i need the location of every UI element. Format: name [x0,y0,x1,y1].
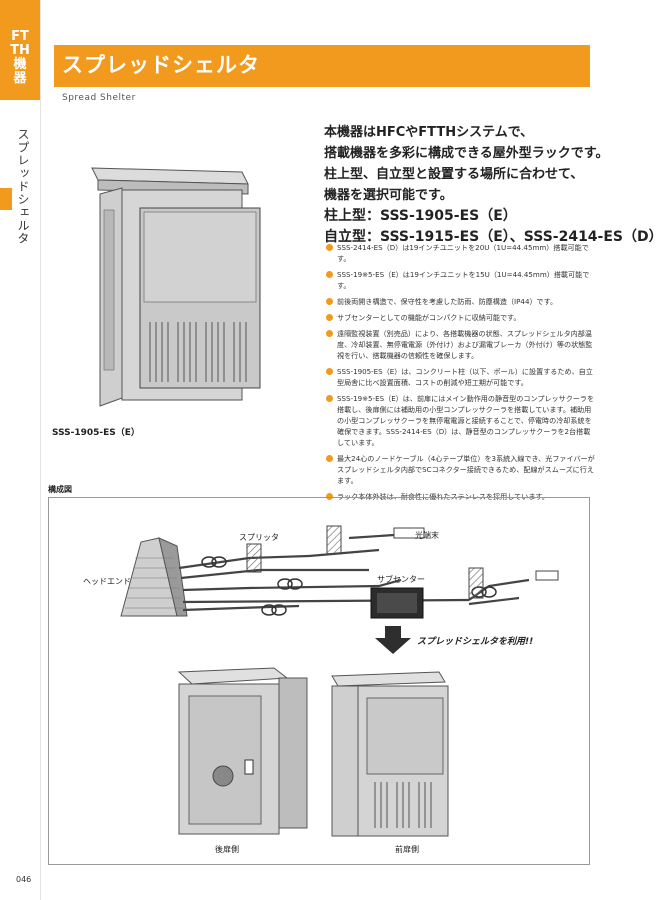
list-item: SSS-1905-ES（E）は、コンクリート柱（以下、ポール）に設置するため、自… [326,366,596,388]
model-pole: 柱上型：SSS-1905-ES（E） [324,208,517,224]
feature-text: SSS-2414-ES（D）は19インチユニットを20U（1U=44.45mm）… [337,243,589,263]
splitter-box-icon [326,525,342,555]
subcenter-box-icon [370,587,424,619]
feature-text: ラック本体外装は、耐食性に優れたステンレスを採用しています。 [337,492,549,501]
page-title: スプレッドシェルタ [62,53,260,77]
feature-text: SSS-1905-ES（E）は、コンクリート柱（以下、ポール）に設置するため、自… [337,367,593,387]
category-tab: FTTH機器 [0,0,40,100]
product-photo [91,167,261,407]
bullet-icon [326,368,333,375]
list-item: ラック本体外装は、耐食性に優れたステンレスを採用しています。 [326,491,596,502]
splitter-box-icon [246,543,262,573]
list-item: SSS-19※5-ES（E）は、前扉にはメイン動作用の静音型のコンプレッサクーラ… [326,393,596,448]
bullet-icon [326,455,333,462]
intro-line: 柱上型、自立型と設置する場所に合わせて、 [324,167,584,182]
title-accent-mark [48,45,54,87]
section-label: スプレッドシェルタ [16,128,30,245]
list-item: サブセンターとしての機能がコンパクトに収納可能です。 [326,312,596,323]
bullet-icon [326,271,333,278]
feature-text: サブセンターとしての機能がコンパクトに収納可能です。 [337,313,521,322]
feature-text: SSS-19※5-ES（E）は、前扉にはメイン動作用の静音型のコンプレッサクーラ… [337,394,595,447]
title-bar [48,45,590,87]
intro-heading: 本機器はHFCやFTTHシステムで、 搭載機器を多彩に構成できる屋外型ラックです… [324,122,663,248]
list-item: 遠隔監視装置（別売品）により、各搭載機器の状態、スプレッドシェルタ内部温度、冷却… [326,328,596,361]
headend-building-icon [120,537,188,617]
list-item: 最大24心のノードケーブル（4心テープ単位）を3系統入線でき、光ファイバーがスプ… [326,453,596,486]
vent-grille [149,322,247,382]
rear-caption: 後扉側 [215,845,239,854]
photo-caption: SSS-1905-ES（E） [52,428,140,438]
list-item: SSS-2414-ES（D）は19インチユニットを20U（1U=44.45mm）… [326,242,596,264]
diagram-frame: スプリッタ 光端末 ヘッドエンド サブセンター スプレッドシェルタを利用!! 後… [48,497,590,865]
rear-cabinet-photo [177,667,308,835]
model-stand: 自立型：SSS-1915-ES（E）、SSS-2414-ES（D） [324,229,663,245]
intro-line: 本機器はHFCやFTTHシステムで、 [324,125,534,140]
optical-terminal-icon [393,527,425,539]
optical-terminal-label: 光端末 [415,531,439,540]
callout-text: スプレッドシェルタを利用!! [417,637,534,647]
bullet-icon [326,244,333,251]
splitter-label: スプリッタ [239,533,279,542]
category-label: FTTH機器 [10,29,30,86]
diagram-label: 構成図 [48,485,72,494]
front-caption: 前扉側 [395,845,419,854]
network-diagram [120,525,559,837]
list-item: 前後両開き構造で、保守性を考慮した防雨、防塵構造（IP44）です。 [326,296,596,307]
bullet-icon [326,395,333,402]
feature-list: SSS-2414-ES（D）は19インチユニットを20U（1U=44.45mm）… [326,242,596,507]
intro-line: 機器を選択可能です。 [324,188,453,203]
down-arrow-icon [375,626,411,654]
list-item: SSS-19※5-ES（E）は19インチユニットを15U（1U=44.45mm）… [326,269,596,291]
intro-line: 搭載機器を多彩に構成できる屋外型ラックです。 [324,146,609,161]
section-marker [0,188,12,210]
front-cabinet-photo [331,671,449,837]
subcenter-label: サブセンター [377,575,425,584]
feature-text: 最大24心のノードケーブル（4心テープ単位）を3系統入線でき、光ファイバーがスプ… [337,454,595,485]
feature-text: 前後両開き構造で、保守性を考慮した防雨、防塵構造（IP44）です。 [337,297,558,306]
bullet-icon [326,330,333,337]
sidebar-divider [40,0,41,900]
page-number: 046 [16,875,32,884]
optical-terminal-icon [535,570,559,581]
feature-text: SSS-19※5-ES（E）は19インチユニットを15U（1U=44.45mm）… [337,270,590,290]
bullet-icon [326,314,333,321]
headend-label: ヘッドエンド [83,577,131,586]
fiber-coil-icon [201,556,497,616]
feature-text: 遠隔監視装置（別売品）により、各搭載機器の状態、スプレッドシェルタ内部温度、冷却… [337,329,593,360]
bullet-icon [326,493,333,500]
page-subtitle: Spread Shelter [62,93,136,103]
bullet-icon [326,298,333,305]
splitter-box-icon [468,567,484,599]
